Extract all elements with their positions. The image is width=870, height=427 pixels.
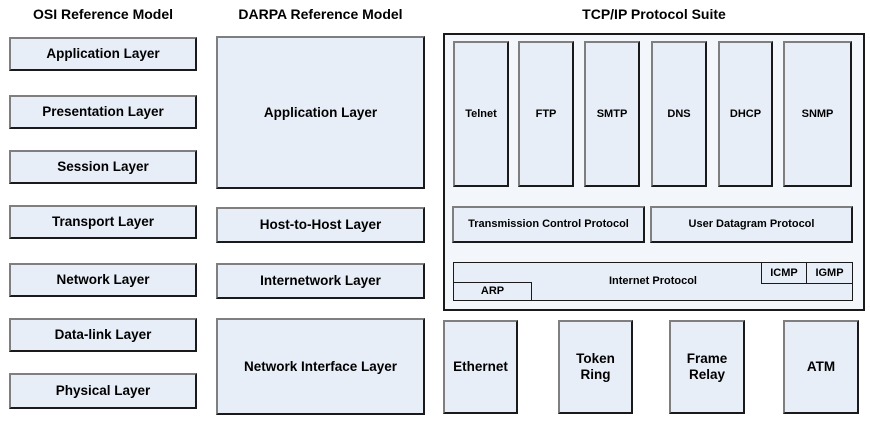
- darpa-box-application-layer: Application Layer: [216, 36, 425, 189]
- transport-box-udp: User Datagram Protocol: [650, 206, 853, 243]
- osi-box-presentation-layer: Presentation Layer: [9, 95, 197, 129]
- osi-box-application-layer: Application Layer: [9, 37, 197, 71]
- app-box-smtp: SMTP: [584, 41, 640, 187]
- igmp-box: IGMP: [806, 262, 853, 284]
- column-header-darpa: DARPA Reference Model: [238, 6, 403, 22]
- icmp-box: ICMP: [761, 262, 807, 284]
- app-box-ftp: FTP: [518, 41, 574, 187]
- link-box-atm: ATM: [783, 320, 859, 414]
- link-box-ethernet: Ethernet: [443, 320, 518, 414]
- osi-box-data-link-layer: Data-link Layer: [9, 318, 197, 352]
- osi-box-session-layer: Session Layer: [9, 150, 197, 184]
- darpa-box-network-interface-layer: Network Interface Layer: [216, 318, 425, 415]
- ip-label: Internet Protocol: [608, 275, 697, 288]
- app-box-telnet: Telnet: [453, 41, 509, 187]
- osi-box-transport-layer: Transport Layer: [9, 205, 197, 239]
- link-box-token-ring: Token Ring: [558, 320, 633, 414]
- tcpip-suite-container: Telnet FTP SMTP DNS DHCP SNMP Transmissi…: [443, 33, 865, 311]
- osi-box-network-layer: Network Layer: [9, 263, 197, 297]
- arp-box: ARP: [453, 282, 532, 301]
- app-box-snmp: SNMP: [783, 41, 852, 187]
- app-box-dns: DNS: [651, 41, 707, 187]
- column-header-osi: OSI Reference Model: [32, 6, 174, 22]
- app-box-dhcp: DHCP: [718, 41, 773, 187]
- link-box-frame-relay: Frame Relay: [669, 320, 745, 414]
- ip-box: Internet Protocol ICMP IGMP ARP: [453, 262, 853, 301]
- darpa-box-internetwork-layer: Internetwork Layer: [216, 263, 425, 299]
- darpa-box-host-to-host-layer: Host-to-Host Layer: [216, 207, 425, 243]
- column-header-tcpip: TCP/IP Protocol Suite: [582, 6, 726, 22]
- transport-box-tcp: Transmission Control Protocol: [452, 206, 645, 243]
- osi-box-physical-layer: Physical Layer: [9, 373, 197, 409]
